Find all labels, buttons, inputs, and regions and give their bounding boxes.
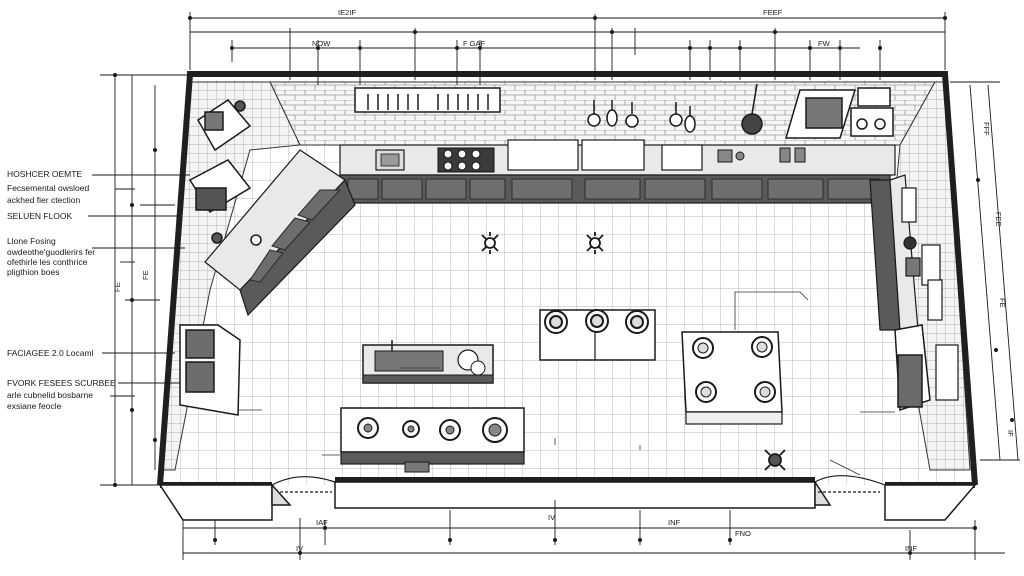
dimension-label: FEEF (763, 8, 783, 17)
dimension-label: FW (818, 39, 831, 48)
dimension-label: FEE (994, 212, 1003, 227)
range-icon (340, 407, 525, 473)
dimension-label: IV (548, 513, 555, 522)
left-appliances (188, 99, 262, 246)
callout-line: HOSHCER OEMTE (7, 169, 82, 179)
dimension-label: FE (998, 298, 1007, 308)
dimension-label: NOW (312, 39, 331, 48)
dimension-label: FE (113, 282, 122, 292)
refrigerator-icon (894, 324, 931, 412)
dimension-label: FE (141, 270, 150, 280)
callout-leaders (88, 174, 190, 397)
callout-fvork: FVORK FESEES SCURBEE arle cubnelid bosba… (7, 378, 116, 411)
dimension-label: INF (905, 544, 918, 553)
dimension-label: FFF (982, 122, 991, 136)
dimension-ticks (113, 16, 1014, 555)
sink-icon (375, 149, 405, 171)
callout-line: FACIAGEE 2.0 Locaml (7, 348, 94, 358)
left-counter (204, 149, 356, 317)
dimension-label: FNO (735, 529, 751, 538)
dimension-labels-top: IE2IF FEEF NOW F GAF FW (312, 8, 831, 48)
callout-line: ofethirle les conthrice (7, 257, 88, 267)
callout-fecsemental: Fecsemental owsloed ackhed fier ctection (7, 183, 89, 205)
small-appliances (717, 147, 806, 163)
bar-stool-icon (544, 309, 649, 334)
ceiling-light-icon (481, 232, 786, 471)
callout-line: Llone Fosing (7, 236, 56, 246)
door-swing-icon (271, 475, 886, 493)
callout-line: exsiane feocle (7, 401, 62, 411)
dimension-labels-bottom: IAF INF IV IV FNO INF (296, 513, 918, 553)
callout-line: Fecsemental owsloed (7, 183, 89, 193)
wall-base (158, 479, 977, 521)
wall-oven (785, 87, 894, 139)
dimension-label: F GAF (463, 39, 486, 48)
sink-island (362, 340, 494, 384)
range-hood-icon (354, 87, 501, 113)
callout-line: arle cubnelid bosbarne (7, 390, 93, 400)
callout-llone: Llone Fosing owdeothe'guodlerirs fer ofe… (7, 236, 95, 277)
callout-seluen: SELUEN FLOOK (7, 211, 73, 221)
right-wall-cabinets (901, 187, 959, 401)
callout-faciagee: FACIAGEE 2.0 Locaml (7, 348, 94, 358)
callout-hoshcer: HOSHCER OEMTE (7, 169, 82, 179)
dimension-label: INF (668, 518, 681, 527)
dimension-labels-left: FE FE (113, 270, 150, 292)
callout-line: SELUEN FLOOK (7, 211, 73, 221)
interior-leaders (238, 291, 895, 476)
dimension-labels-right: FFF FEE FE IF (982, 122, 1015, 437)
dimension-label: IF (1006, 430, 1015, 437)
callout-line: pligthion boes (7, 267, 59, 277)
dimension-label: IV (296, 544, 303, 553)
square-island (681, 331, 783, 425)
cooktop-icon (437, 147, 495, 173)
right-counter (869, 174, 919, 331)
callout-line: FVORK FESEES SCURBEE (7, 378, 116, 388)
hanging-pans-icon (587, 83, 763, 135)
dimension-label: IE2IF (338, 8, 356, 17)
dishwasher-icon (179, 324, 241, 416)
callout-line: owdeothe'guodlerirs fer (7, 247, 95, 257)
counter-shelves (507, 139, 703, 171)
callout-line: ackhed fier ctection (7, 195, 81, 205)
dimension-label: IAF (316, 518, 328, 527)
